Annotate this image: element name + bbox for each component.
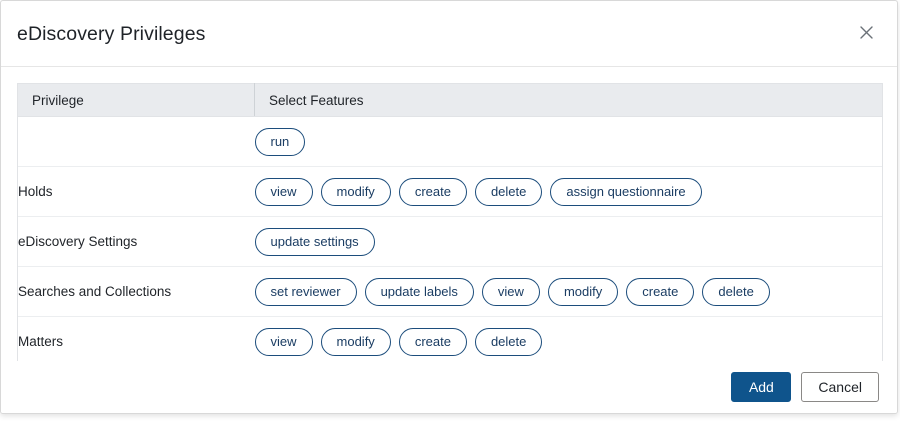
dialog-footer: Add Cancel	[1, 361, 897, 413]
table-row: run	[18, 116, 883, 167]
feature-pill-group: run	[254, 116, 883, 167]
privilege-label: eDiscovery Settings	[18, 216, 255, 267]
feature-pill[interactable]: view	[481, 277, 540, 306]
feature-pill[interactable]: assign questionnaire	[550, 177, 702, 206]
feature-pill[interactable]: view	[254, 327, 313, 356]
cancel-button[interactable]: Cancel	[801, 372, 879, 402]
close-icon	[859, 25, 873, 39]
edisovery-privileges-dialog: eDiscovery Privileges Privilege Select F…	[0, 0, 898, 414]
privilege-label: Holds	[18, 166, 255, 217]
privilege-label	[18, 116, 255, 167]
feature-pill[interactable]: delete	[474, 177, 543, 206]
feature-pill-group: update settings	[254, 216, 883, 267]
feature-pill[interactable]: modify	[547, 277, 619, 306]
feature-pill[interactable]: update settings	[254, 227, 375, 256]
privilege-label: Searches and Collections	[18, 266, 255, 317]
table-header: Privilege Select Features	[18, 83, 882, 117]
feature-pill[interactable]: delete	[702, 277, 770, 306]
feature-pill[interactable]: create	[398, 327, 467, 356]
feature-pill[interactable]: set reviewer	[254, 277, 357, 306]
feature-pill[interactable]: view	[254, 177, 313, 206]
dialog-header: eDiscovery Privileges	[1, 1, 897, 67]
feature-pill[interactable]: create	[398, 177, 467, 206]
feature-pill[interactable]: create	[626, 277, 695, 306]
table-header-row: Privilege Select Features	[18, 83, 882, 117]
pill-row: update settings	[254, 227, 883, 256]
column-header-privilege: Privilege	[18, 83, 255, 117]
close-button[interactable]	[851, 17, 881, 47]
column-header-select-features: Select Features	[254, 83, 882, 117]
pill-row: run	[254, 127, 883, 156]
feature-pill[interactable]: modify	[320, 177, 391, 206]
privilege-label: Matters	[18, 316, 255, 366]
feature-pill[interactable]: update labels	[364, 277, 474, 306]
add-button[interactable]: Add	[731, 372, 792, 402]
feature-pill[interactable]: run	[254, 127, 306, 156]
page-title: eDiscovery Privileges	[17, 23, 206, 45]
feature-pill[interactable]: modify	[320, 327, 391, 356]
feature-pill[interactable]: delete	[474, 327, 543, 356]
